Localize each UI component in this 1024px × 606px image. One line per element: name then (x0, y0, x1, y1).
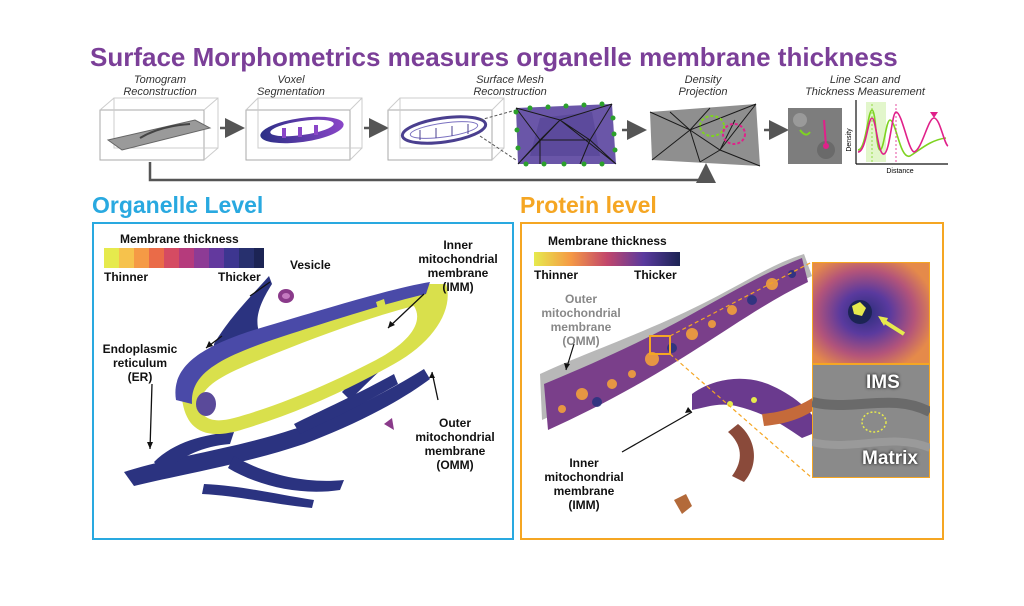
protein-label-omm: Outer mitochondrial membrane (OMM) (541, 292, 621, 348)
organelle-legend-title: Membrane thickness (120, 232, 239, 246)
step-label-tomogram: Tomogram Reconstruction (123, 74, 197, 98)
organelle-label-vesicle: Vesicle (290, 258, 331, 272)
density-projection (649, 103, 761, 167)
figure-title: Surface Morphometrics measures organelle… (90, 42, 898, 72)
inset-label-ims: IMS (866, 372, 900, 393)
organelle-panel-heading: Organelle Level (92, 192, 264, 218)
mesh-box (387, 97, 505, 161)
protein-colorbar (534, 252, 680, 266)
protein-legend-max: Thicker (634, 268, 677, 282)
protein-legend-min: Thinner (534, 268, 578, 282)
pipeline-graphics: Density Distance (99, 97, 949, 183)
organelle-legend-min: Thinner (104, 270, 148, 284)
tomogram-box (99, 97, 219, 161)
step-label-voxel: Voxel Segmentation (257, 74, 325, 98)
organelle-panel (92, 222, 514, 540)
step-label-linescan: Line Scan and Thickness Measurement (805, 74, 925, 98)
organelle-label-omm: Outer mitochondrial membrane (OMM) (415, 416, 495, 472)
bypass-arrow (148, 162, 716, 183)
plot-ylabel: Density (846, 128, 853, 152)
protein-legend-title: Membrane thickness (548, 234, 667, 248)
organelle-legend-max: Thicker (218, 270, 261, 284)
inset-label-matrix: Matrix (862, 448, 918, 469)
organelle-label-imm: Inner mitochondrial membrane (IMM) (418, 238, 498, 294)
step-label-density: Density Projection (678, 74, 728, 98)
organelle-render (124, 276, 448, 508)
protein-panel (520, 222, 944, 540)
step-label-mesh: Surface Mesh Reconstruction (473, 74, 547, 98)
protein-render (540, 254, 822, 514)
protein-panel-heading: Protein level (520, 192, 657, 218)
mesh-closeup (513, 101, 618, 167)
density-plot: Density Distance (846, 100, 949, 175)
organelle-colorbar (104, 248, 264, 268)
plot-xlabel: Distance (886, 168, 913, 175)
organelle-label-er: Endoplasmic reticulum (ER) (102, 342, 178, 384)
line-scan-image (788, 108, 842, 164)
protein-inset (812, 262, 930, 478)
protein-label-imm: Inner mitochondrial membrane (IMM) (544, 456, 624, 512)
voxel-box (245, 97, 363, 161)
